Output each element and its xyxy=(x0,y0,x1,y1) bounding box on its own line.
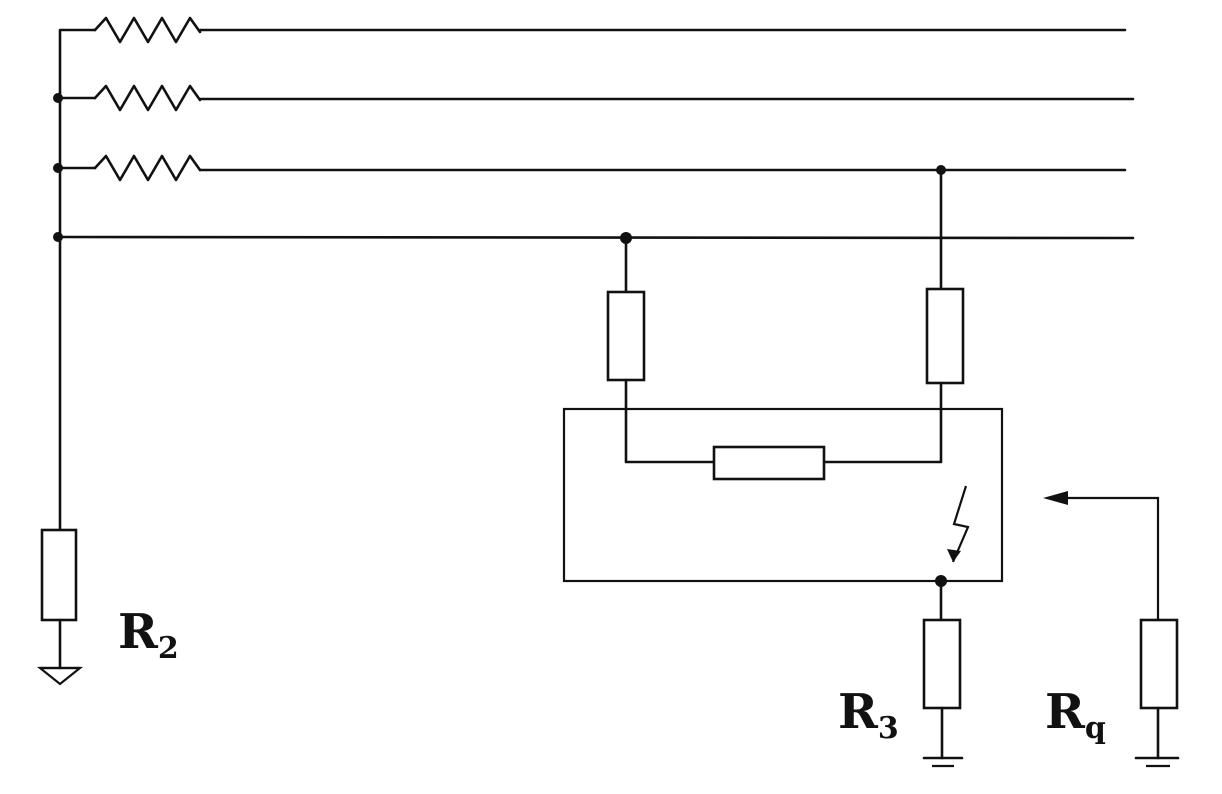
r4-arrow-lead xyxy=(1055,496,1160,620)
line-l1 xyxy=(58,16,1127,94)
label-r2-main: R xyxy=(118,604,159,660)
load-resistor xyxy=(712,445,826,481)
protective-earth xyxy=(922,575,964,768)
label-r4: Rq xyxy=(1045,684,1106,746)
label-r3-main: R xyxy=(838,684,879,740)
node-star-neutral xyxy=(53,232,63,242)
node-star-l3 xyxy=(53,163,63,173)
fuse-l3 xyxy=(925,287,965,385)
source-earthing xyxy=(36,90,84,686)
resistor-r2 xyxy=(40,528,78,622)
line-neutral xyxy=(58,235,1135,240)
ground-triangle-r2 xyxy=(36,666,84,686)
line-l3 xyxy=(58,154,1127,182)
branch-neutral xyxy=(606,236,716,464)
label-r4-main: R xyxy=(1045,684,1086,740)
fuse-neutral xyxy=(606,290,646,382)
line-l2-winding xyxy=(93,84,202,112)
fault-arrowhead-icon xyxy=(947,549,961,562)
line-l1-winding xyxy=(93,16,202,44)
enclosure-outline xyxy=(562,407,1004,583)
line-l3-winding xyxy=(93,154,202,182)
label-r3-sub: 3 xyxy=(878,711,899,746)
label-r3: R3 xyxy=(838,684,899,746)
label-r2-sub: 2 xyxy=(158,631,179,666)
left-arrowhead-icon xyxy=(1043,491,1068,505)
line-l2 xyxy=(58,84,1135,112)
resistor-r3 xyxy=(922,618,962,710)
l3-branch-lower xyxy=(822,381,943,464)
resistor-r4 xyxy=(1139,618,1179,710)
branch-l3 xyxy=(822,168,965,464)
neutral-conductor xyxy=(58,235,1135,240)
equipment-enclosure xyxy=(562,407,1004,583)
label-r2: R2 xyxy=(118,604,179,666)
node-star-l2 xyxy=(53,93,63,103)
neutral-branch-lower xyxy=(624,378,716,464)
label-r4-sub: q xyxy=(1085,711,1106,746)
fault-arrow-icon xyxy=(951,485,970,563)
reference-earth xyxy=(1043,491,1180,768)
line-l1-lead xyxy=(58,28,97,94)
